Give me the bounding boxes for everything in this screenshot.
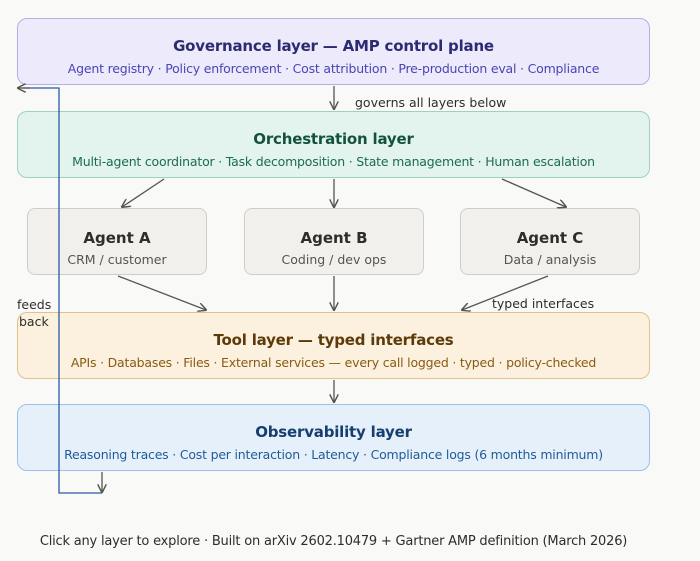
governance-layer[interactable]: Governance layer — AMP control plane Age… <box>17 18 650 85</box>
agent-a-role: CRM / customer <box>67 252 167 267</box>
observability-layer-title: Observability layer <box>255 423 412 441</box>
feeds-label: feeds <box>17 297 52 312</box>
feeds-back-annotation: feeds back <box>17 296 51 330</box>
governance-layer-title: Governance layer — AMP control plane <box>173 37 494 55</box>
orchestration-layer-subtitle: Multi-agent coordinator · Task decomposi… <box>72 154 595 169</box>
agent-c-name: Agent C <box>516 229 584 247</box>
orchestration-layer[interactable]: Orchestration layer Multi-agent coordina… <box>17 111 650 178</box>
governance-layer-subtitle: Agent registry · Policy enforcement · Co… <box>67 61 600 76</box>
feedback-loop-line <box>22 87 102 494</box>
observability-layer-subtitle: Reasoning traces · Cost per interaction … <box>64 447 603 462</box>
tool-layer[interactable]: Tool layer — typed interfaces APIs · Dat… <box>17 312 650 379</box>
agent-c-role: Data / analysis <box>503 252 597 267</box>
tool-layer-subtitle: APIs · Databases · Files · External serv… <box>70 355 597 370</box>
typed-interfaces-annotation: typed interfaces <box>492 296 595 311</box>
agent-a-box[interactable]: Agent A CRM / customer <box>27 208 207 275</box>
tool-layer-title: Tool layer — typed interfaces <box>213 331 454 349</box>
arrow-orchestration-to-agent-a <box>122 178 165 207</box>
arrow-agent-a-to-tool <box>117 275 206 310</box>
footer-caption: Click any layer to explore · Built on ar… <box>39 534 628 549</box>
orchestration-layer-title: Orchestration layer <box>253 130 414 148</box>
agent-c-box[interactable]: Agent C Data / analysis <box>460 208 640 275</box>
agent-b-role: Coding / dev ops <box>281 252 387 267</box>
arrow-agent-c-to-tool <box>462 275 549 310</box>
agent-b-box[interactable]: Agent B Coding / dev ops <box>244 208 424 275</box>
back-label: back <box>19 314 49 329</box>
agent-a-name: Agent A <box>83 229 151 247</box>
arrow-orchestration-to-agent-c <box>501 178 566 207</box>
agent-b-name: Agent B <box>300 229 368 247</box>
governs-annotation: governs all layers below <box>355 95 507 110</box>
observability-layer[interactable]: Observability layer Reasoning traces · C… <box>17 404 650 471</box>
